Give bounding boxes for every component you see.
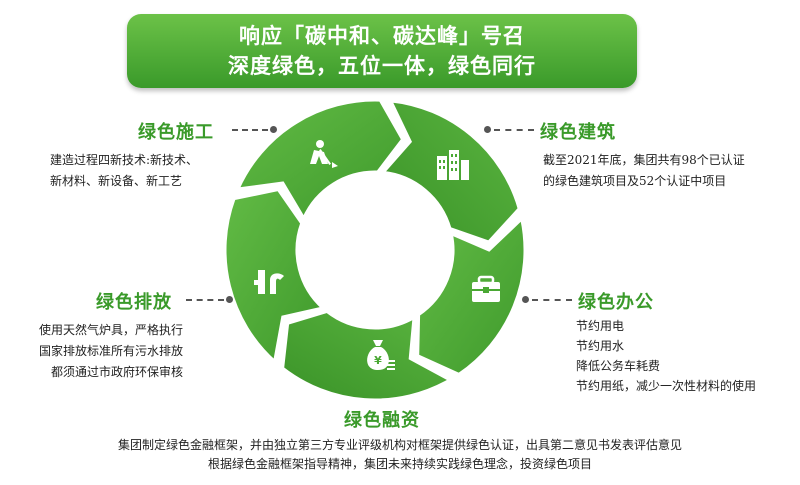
construction-connector-dot: [270, 126, 277, 133]
office-connector-line: [532, 299, 572, 301]
finance-arrow-segment: [281, 309, 454, 402]
money-bag-icon: ¥: [367, 340, 395, 370]
construction-desc-line: 新材料、新设备、新工艺: [50, 174, 183, 188]
briefcase-icon: [472, 275, 500, 302]
pipe-emission-icon: [254, 270, 284, 294]
emission-connector-dot: [226, 296, 233, 303]
building-description: 截至2021年底，集团共有98个已认证 的绿色建筑项目及52个认证中项目: [543, 150, 745, 192]
office-arrow-segment: [416, 215, 527, 377]
construction-description: 建造过程四新技术:新技术、 新材料、新设备、新工艺: [50, 150, 198, 192]
emission-title: 绿色排放: [96, 292, 172, 313]
construction-title: 绿色施工: [138, 122, 214, 143]
emission-connector-line: [186, 299, 224, 301]
emission-desc-line: 国家排放标准所有污水排放: [38, 344, 183, 358]
office-connector-dot: [522, 296, 529, 303]
office-building-icon: [437, 150, 469, 180]
building-connector-line: [494, 129, 534, 131]
finance-title: 绿色融资: [344, 410, 420, 431]
header-banner: 响应「碳中和、碳达峰」号召 深度绿色，五位一体，绿色同行: [127, 14, 637, 88]
emission-description: 使用天然气炉具，严格执行 国家排放标准所有污水排放 都须通过市政府环保审核: [8, 320, 183, 383]
office-desc-line: 降低公务车耗费: [576, 359, 661, 373]
emission-desc-line: 使用天然气炉具，严格执行: [38, 323, 183, 337]
svg-text:¥: ¥: [374, 354, 382, 367]
construction-connector-line: [232, 129, 268, 131]
building-desc-line: 截至2021年底，集团共有98个已认证: [543, 153, 745, 167]
finance-description: 集团制定绿色金融框架，并由独立第三方专业评级机构对框架提供绿色认证，出具第二意见…: [0, 436, 800, 474]
building-desc-line: 的绿色建筑项目及52个认证中项目: [543, 174, 727, 188]
office-description: 节约用电 节约用水 降低公务车耗费 节约用纸，减少一次性材料的使用: [576, 316, 756, 396]
office-desc-line: 节约用纸，减少一次性材料的使用: [576, 379, 757, 393]
office-desc-line: 节约用水: [576, 339, 625, 353]
building-title: 绿色建筑: [540, 122, 616, 143]
building-connector-dot: [484, 126, 491, 133]
finance-desc-line: 根据绿色金融框架指导精神，集团未来持续实践绿色理念，投资绿色项目: [207, 457, 592, 471]
construction-desc-line: 建造过程四新技术:新技术、: [50, 153, 199, 167]
banner-title-line-2: 深度绿色，五位一体，绿色同行: [228, 54, 536, 78]
office-desc-line: 节约用电: [576, 319, 625, 333]
emission-desc-line: 都须通过市政府环保审核: [50, 365, 183, 379]
office-title: 绿色办公: [578, 292, 654, 313]
finance-desc-line: 集团制定绿色金融框架，并由独立第三方专业评级机构对框架提供绿色认证，出具第二意见…: [117, 438, 682, 452]
banner-title-line-1: 响应「碳中和、碳达峰」号召: [239, 24, 525, 48]
worker-shoveling-icon: [310, 140, 338, 168]
